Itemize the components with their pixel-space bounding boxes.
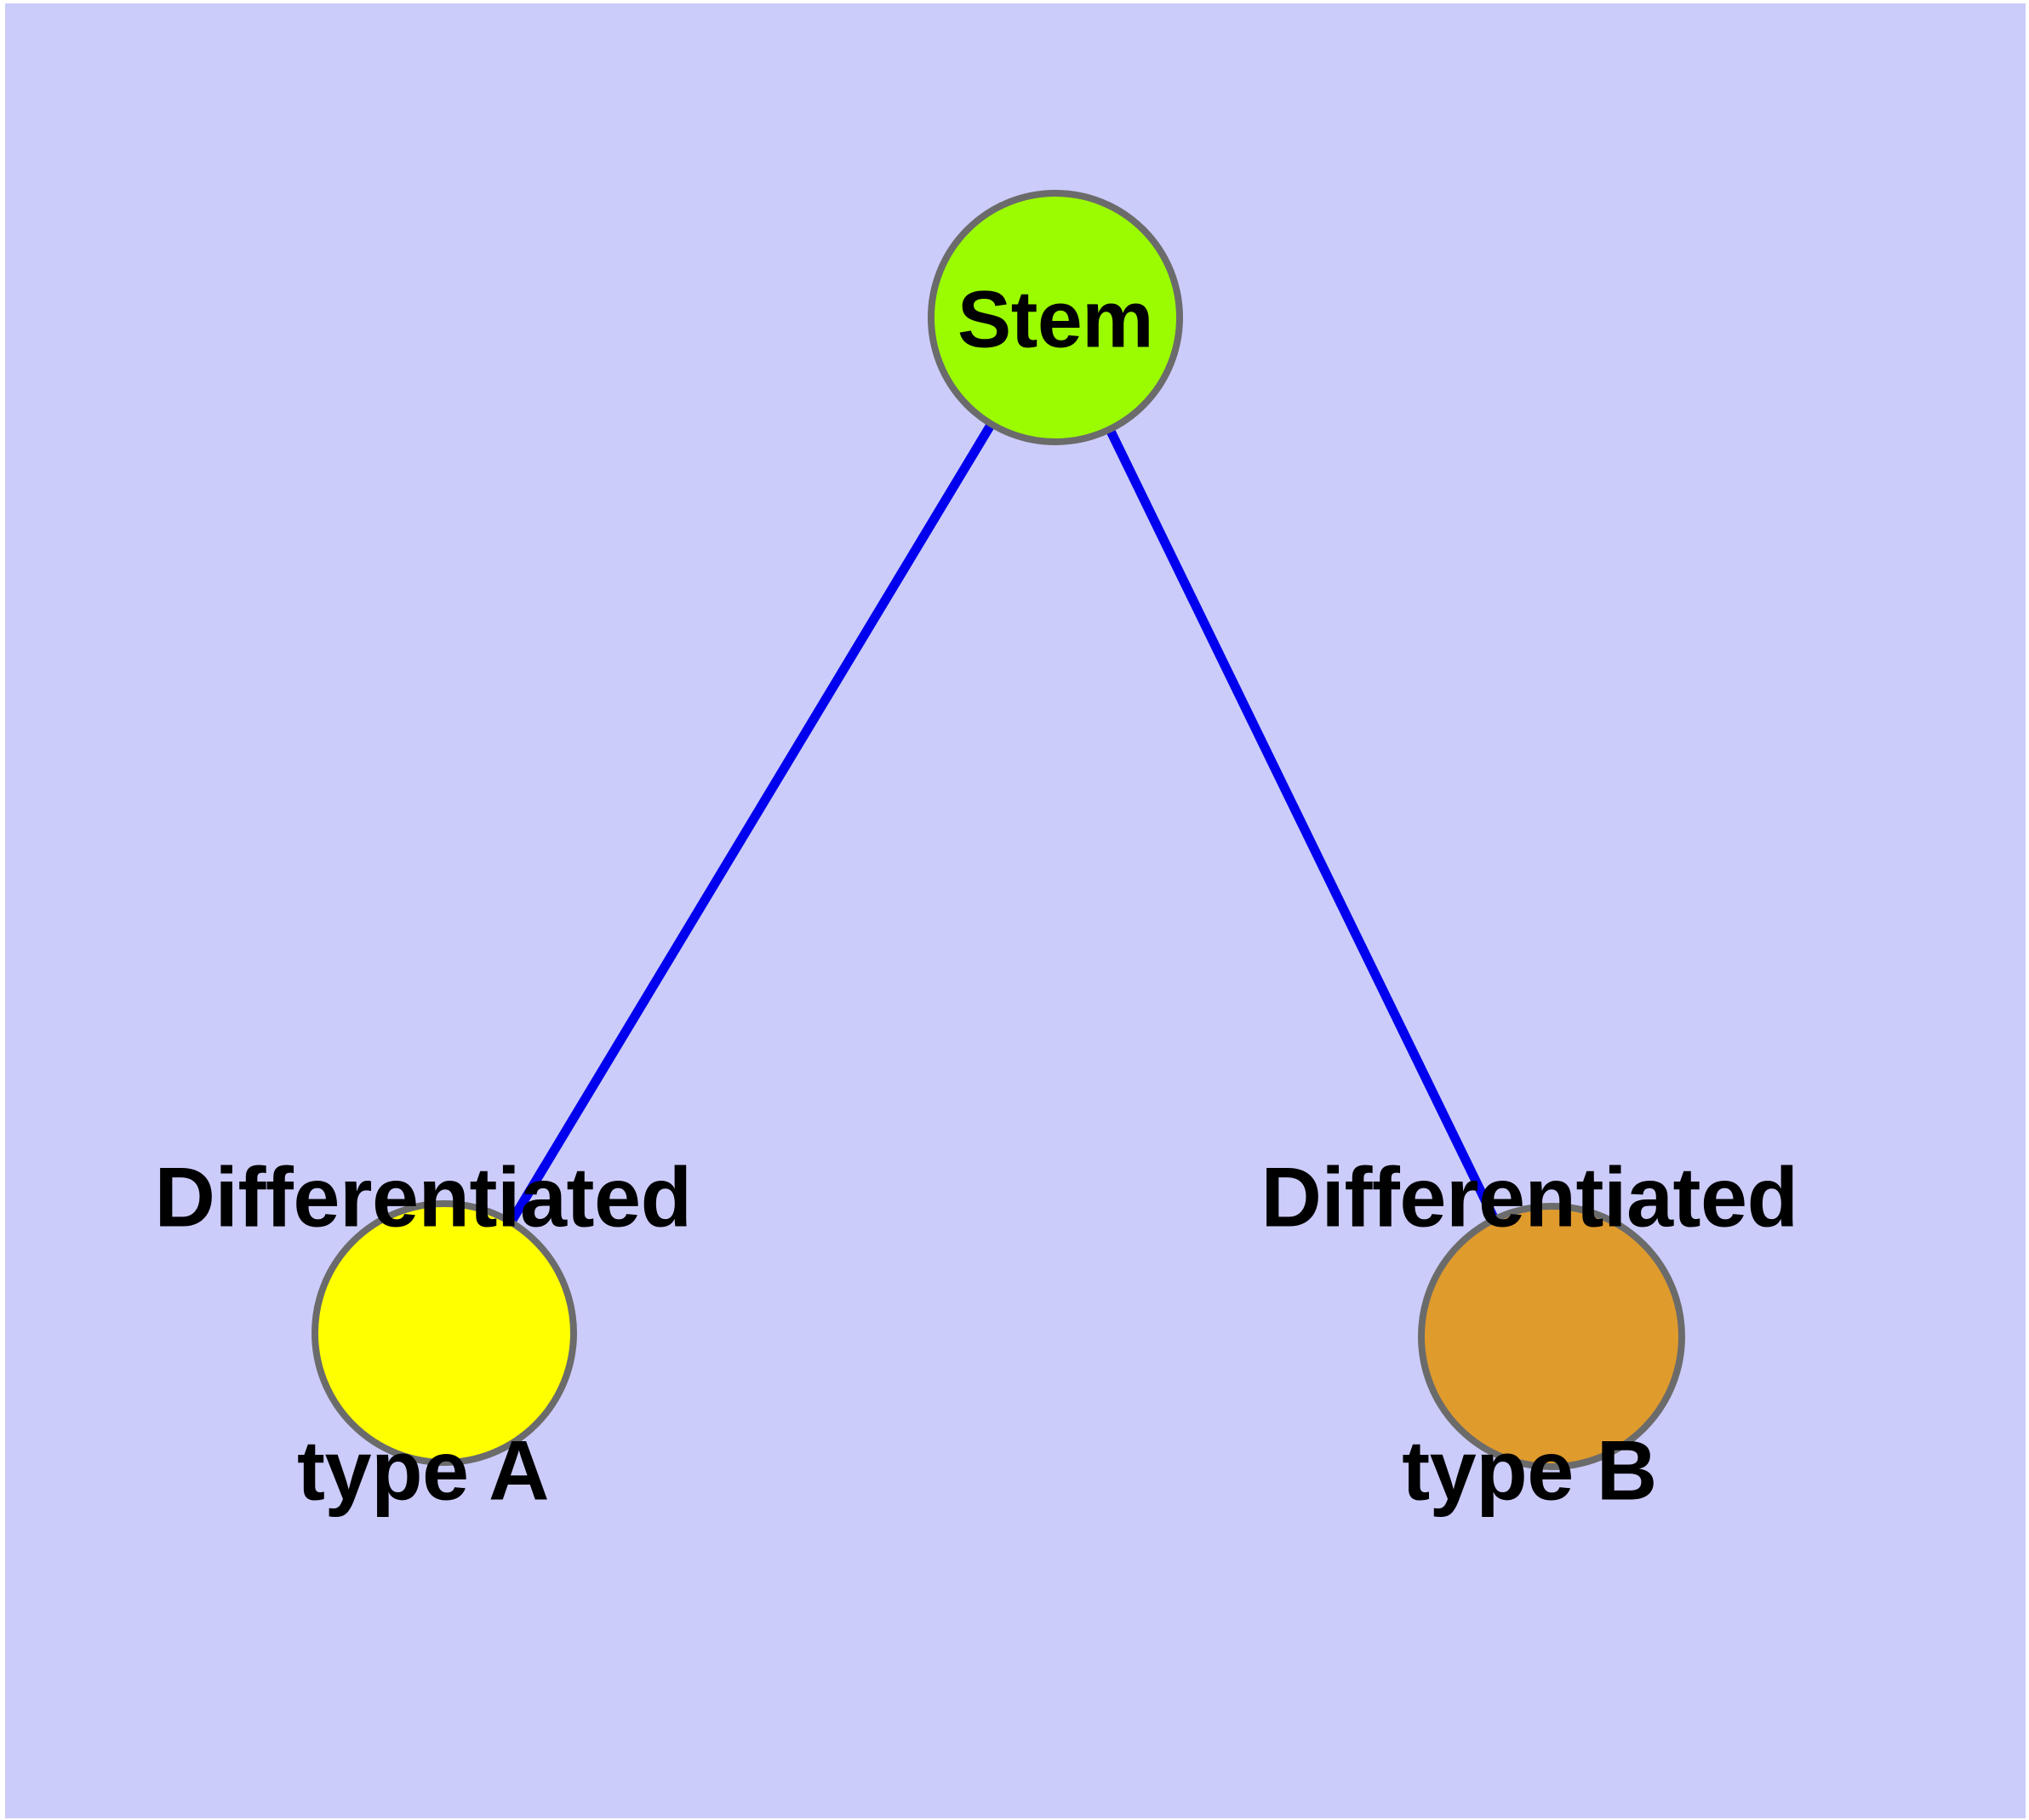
node-layer [311, 190, 1685, 1470]
node-circle-stem[interactable] [928, 190, 1183, 445]
edge-stem-to-differentiated-type-b [1051, 315, 1556, 1339]
edge-layer [440, 315, 1556, 1339]
edge-stem-to-differentiated-type-a [440, 315, 1060, 1336]
node-circle-differentiated-type-b[interactable] [1418, 1203, 1685, 1470]
node-circle-differentiated-type-a[interactable] [311, 1200, 577, 1466]
